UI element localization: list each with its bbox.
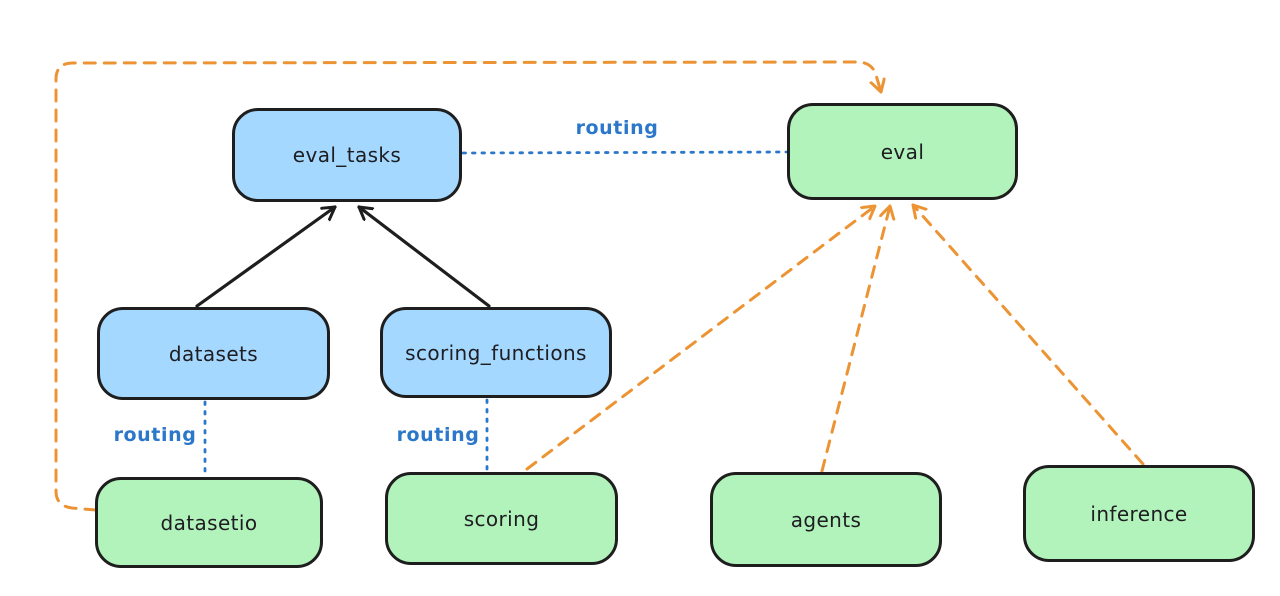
node-datasets: datasets bbox=[97, 307, 330, 400]
edge-datasetio-to-eval bbox=[54, 60, 881, 512]
edge-eval-tasks-to-eval-routing bbox=[461, 150, 788, 155]
routing-label-eval-tasks-eval: routing bbox=[575, 117, 659, 139]
routing-label-datasets-datasetio: routing bbox=[113, 424, 197, 446]
node-scoring: scoring bbox=[385, 472, 618, 565]
node-inference: inference bbox=[1023, 465, 1255, 562]
node-eval: eval bbox=[787, 103, 1018, 200]
edge-scoring-functions-to-eval-tasks bbox=[357, 205, 491, 308]
node-agents: agents bbox=[710, 472, 942, 567]
node-eval-tasks: eval_tasks bbox=[232, 108, 462, 202]
edge-datasets-to-eval-tasks bbox=[195, 205, 337, 308]
node-datasetio: datasetio bbox=[95, 477, 323, 568]
edge-agents-to-eval bbox=[820, 204, 890, 473]
edge-inference-to-eval bbox=[911, 203, 1145, 466]
routing-label-scoring-functions-scoring: routing bbox=[396, 424, 480, 446]
node-scoring-functions: scoring_functions bbox=[380, 307, 612, 398]
edge-scoring-to-eval bbox=[525, 204, 877, 471]
